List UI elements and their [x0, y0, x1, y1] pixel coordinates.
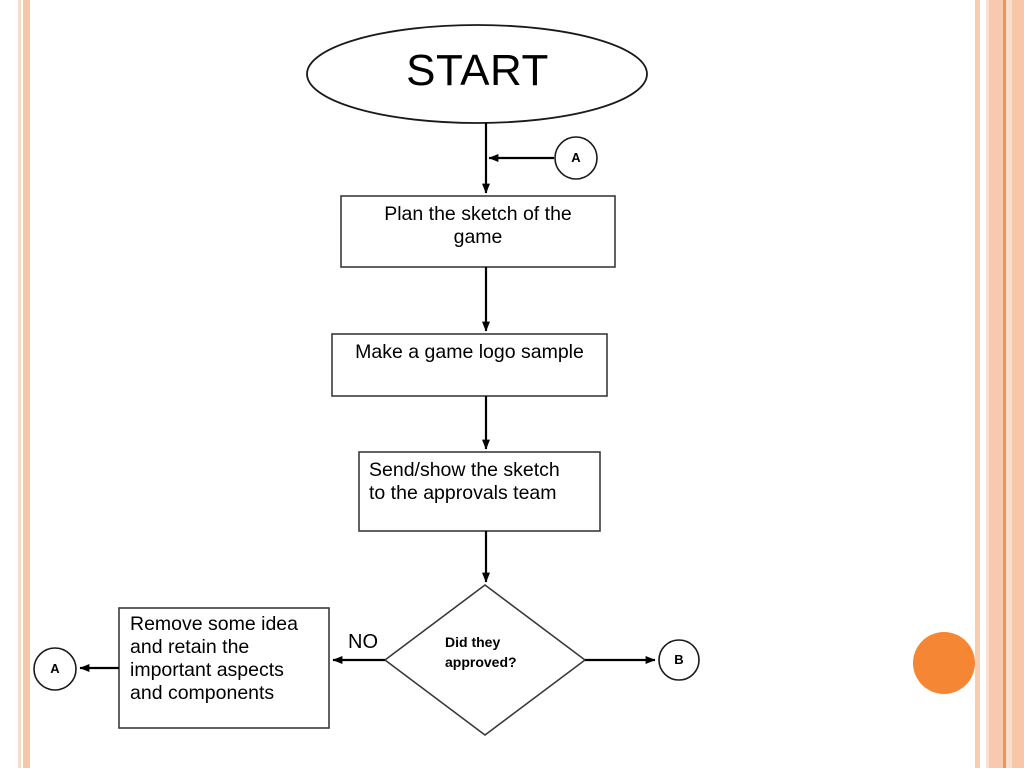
node-decision[interactable] [383, 584, 587, 736]
node-send[interactable] [358, 451, 601, 532]
node-connector-a-top-label: A [571, 150, 581, 165]
node-connector-b[interactable] [658, 639, 700, 681]
node-logo-label: Make a game logo sample [355, 341, 584, 363]
node-send-label: Send/show the sketch to the approvals te… [369, 459, 560, 504]
node-connector-a-left-label: A [50, 661, 60, 676]
node-plan[interactable] [340, 195, 616, 268]
node-plan-label: Plan the sketch of the game [384, 203, 572, 248]
node-start-label: START [406, 46, 549, 95]
right-accent-band-4 [1006, 0, 1012, 768]
right-accent-band-1 [975, 0, 980, 768]
left-accent-band-main [23, 0, 30, 768]
node-connector-a-top[interactable] [554, 136, 598, 180]
node-start[interactable] [306, 24, 648, 124]
right-accent-band-5 [1012, 0, 1024, 768]
node-connector-a-left[interactable] [33, 647, 77, 691]
right-accent-band-gap [980, 0, 986, 768]
node-decision-label: Did they approved? [445, 634, 517, 671]
orange-accent-dot [913, 632, 975, 694]
edge-label-no: NO [348, 631, 378, 653]
left-accent-band-inner [21, 0, 23, 768]
right-accent-band-2 [986, 0, 989, 768]
node-connector-b-label: B [674, 652, 684, 667]
right-accent-band-3 [989, 0, 1003, 768]
node-remove-label: Remove some idea and retain the importan… [130, 613, 298, 704]
right-accent-band-line [1003, 0, 1006, 768]
left-accent-band [18, 0, 21, 768]
node-logo[interactable] [331, 333, 608, 397]
